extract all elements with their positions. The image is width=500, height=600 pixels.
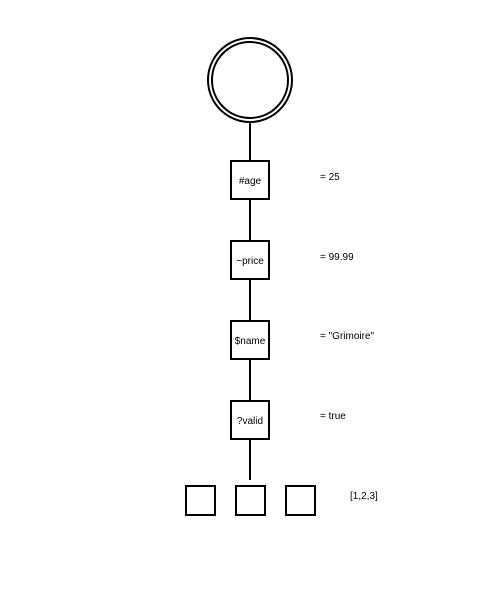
array-value: [1,2,3] [350, 491, 378, 502]
root-inner-circle [211, 41, 289, 119]
node-valid: ?valid [230, 400, 270, 440]
node-price: ~price [230, 240, 270, 280]
node-valid-label: ?valid [237, 416, 263, 427]
node-price-box [230, 240, 270, 280]
node-price-label: ~price [236, 256, 264, 267]
node-age: #age [230, 160, 270, 200]
node-name-label: $name [235, 336, 266, 347]
node-name-value: = "Grimoire" [320, 331, 375, 342]
node-price-value: = 99.99 [320, 252, 354, 263]
node-age-value: = 25 [320, 172, 340, 183]
node-age-box [230, 160, 270, 200]
node-name-box [230, 320, 270, 360]
array-element-box-1 [185, 485, 216, 516]
node-valid-value: = true [320, 411, 346, 422]
array-element-box-2 [235, 485, 266, 516]
array-element-box-3 [285, 485, 316, 516]
array-elements [185, 485, 316, 516]
node-valid-box [230, 400, 270, 440]
node-age-label: #age [239, 176, 262, 187]
node-name: $name [230, 320, 270, 360]
root-node [207, 37, 293, 123]
